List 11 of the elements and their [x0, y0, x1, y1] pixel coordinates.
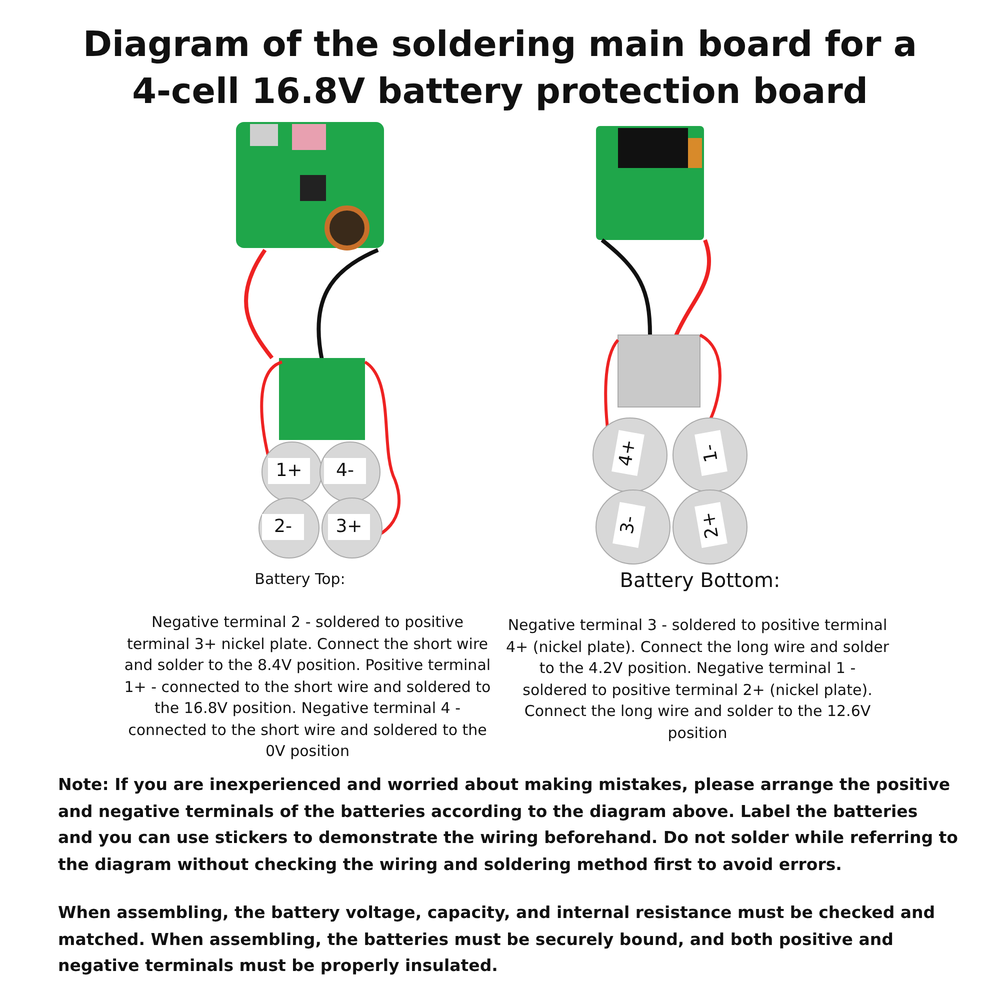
caption: Battery Bottom: [618, 568, 782, 592]
caption: Battery Top: [254, 570, 346, 588]
note-paragraph: Note: If you are inexperienced and worried about making mistakes, please arrange the positive and negative terminals of the batteries according to the diagram above. Label the batteries and you can use stickers to demonstrate the wiring beforehand. Do not solder while referring to the diagram without checking the wiring and soldering method first to avoid errors. [58, 774, 958, 876]
battery-sticker-label: 4- [324, 458, 366, 484]
description-paragraph: Negative terminal 3 - soldered to positive terminal 4+ (nickel plate). Connect the long wire and solder to the 4.2V position. Negative terminal 1 - soldered to positive terminal 2+ (nickel plate). Connect the long wire and solder to the 12.6V position [505, 615, 890, 744]
title: Diagram of the soldering main board for a 4-cell 16.8V battery protection board [82, 24, 918, 114]
battery-sticker-label: 3+ [328, 514, 370, 540]
battery-sticker-label: 1+ [268, 458, 310, 484]
description-paragraph: Negative terminal 2 - soldered to positive terminal 3+ nickel plate. Connect the short wire and solder to the 8.4V position. Positive terminal 1+ - connected to the short wire and soldered to the 16.8V position. Negative terminal 4 - connected to the short wire and soldered to the 0V position [123, 612, 492, 762]
battery-sticker-label: 2- [262, 514, 304, 540]
note-paragraph: When assembling, the battery voltage, capacity, and internal resistance must be checked and matched. When assembling, the batteries must be securely bound, and both positive and negative terminals must be properly insulated. [58, 902, 936, 977]
